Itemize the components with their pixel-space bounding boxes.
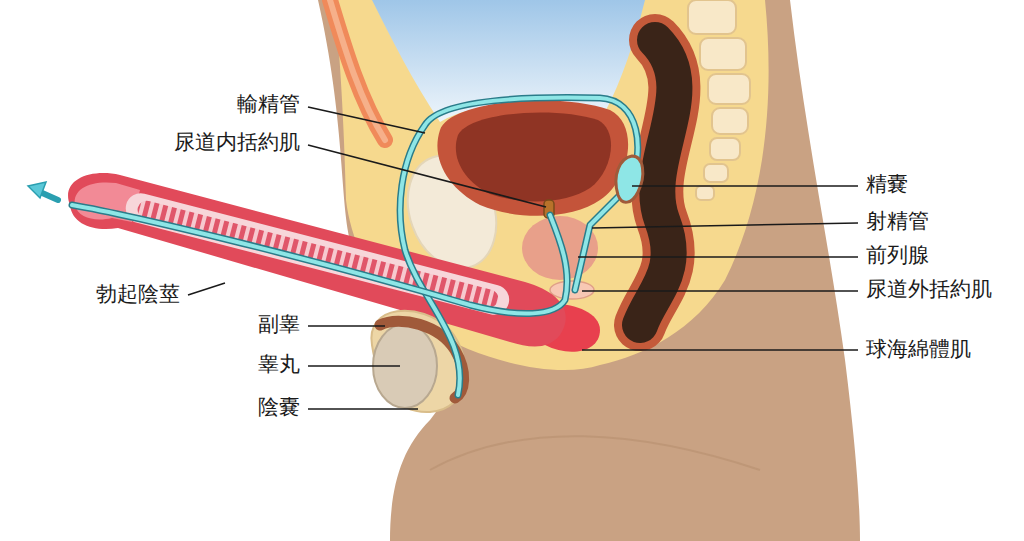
part-label: 射精管 (866, 209, 929, 234)
part-label: 睾丸 (258, 352, 300, 377)
part-label: 尿道外括約肌 (866, 277, 992, 302)
part-label: 副睾 (258, 312, 300, 337)
part-label: 尿道内括約肌 (174, 130, 300, 155)
part-label: 前列腺 (866, 243, 929, 268)
part-label: 勃起陰莖 (96, 282, 180, 307)
part-label: 輸精管 (237, 92, 300, 117)
part-label: 精嚢 (866, 172, 908, 197)
part-label: 陰嚢 (258, 395, 300, 420)
part-label: 球海綿體肌 (866, 337, 971, 362)
